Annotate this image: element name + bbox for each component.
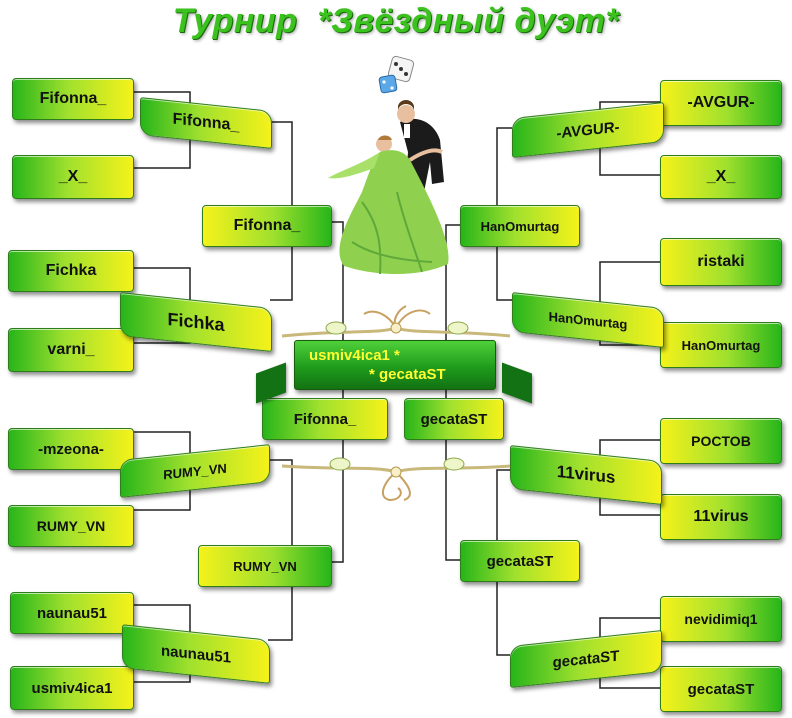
winner-line-2: * gecataST <box>369 366 446 383</box>
bracket-slot-left-r1-4: varni_ <box>8 328 134 372</box>
bracket-slot-left-r1-2: _X_ <box>12 155 134 199</box>
bracket-slot-left-r1-1: Fifonna_ <box>12 78 134 120</box>
bracket-slot-right-r1-1: -AVGUR- <box>660 80 782 126</box>
winner-banner: usmiv4ica1 * * gecataST <box>294 340 496 390</box>
bracket-slot-right-r3-2: gecataST <box>460 540 580 582</box>
ballroom-dancers-icon <box>328 55 449 275</box>
bracket-slot-left-r1-7: naunau51 <box>10 592 134 634</box>
bracket-slot-right-r1-6: 11virus <box>660 494 782 540</box>
floral-vine-icon <box>281 305 511 338</box>
bracket-slot-left-r3-2: RUMY_VN <box>198 545 332 587</box>
dice-icon <box>378 55 415 94</box>
floral-vine-icon <box>281 457 511 502</box>
bracket-slot-right-r1-4: HanOmurtag <box>660 322 782 368</box>
bracket-slot-left-r1-5: -mzeona- <box>8 428 134 470</box>
page-title: Турнир *Звёздный дуэт* <box>172 2 620 40</box>
final-slot-left: Fifonna_ <box>262 398 388 440</box>
final-slot-right: gecataST <box>404 398 504 440</box>
bracket-slot-right-r1-5: POCTOB <box>660 418 782 464</box>
bracket-slot-right-r1-8: gecataST <box>660 666 782 712</box>
bracket-slot-left-r1-3: Fichka <box>8 250 134 292</box>
bracket-slot-right-r1-7: nevidimiq1 <box>660 596 782 642</box>
winner-line-1: usmiv4ica1 * <box>309 347 400 364</box>
bracket-slot-left-r1-6: RUMY_VN <box>8 505 134 547</box>
bracket-slot-left-r1-8: usmiv4ica1 <box>10 666 134 710</box>
bracket-slot-right-r3-1: HanOmurtag <box>460 205 580 247</box>
bracket-slot-right-r1-2: _X_ <box>660 155 782 199</box>
bracket-slot-left-r3-1: Fifonna_ <box>202 205 332 247</box>
bracket-slot-right-r1-3: ristaki <box>660 238 782 286</box>
